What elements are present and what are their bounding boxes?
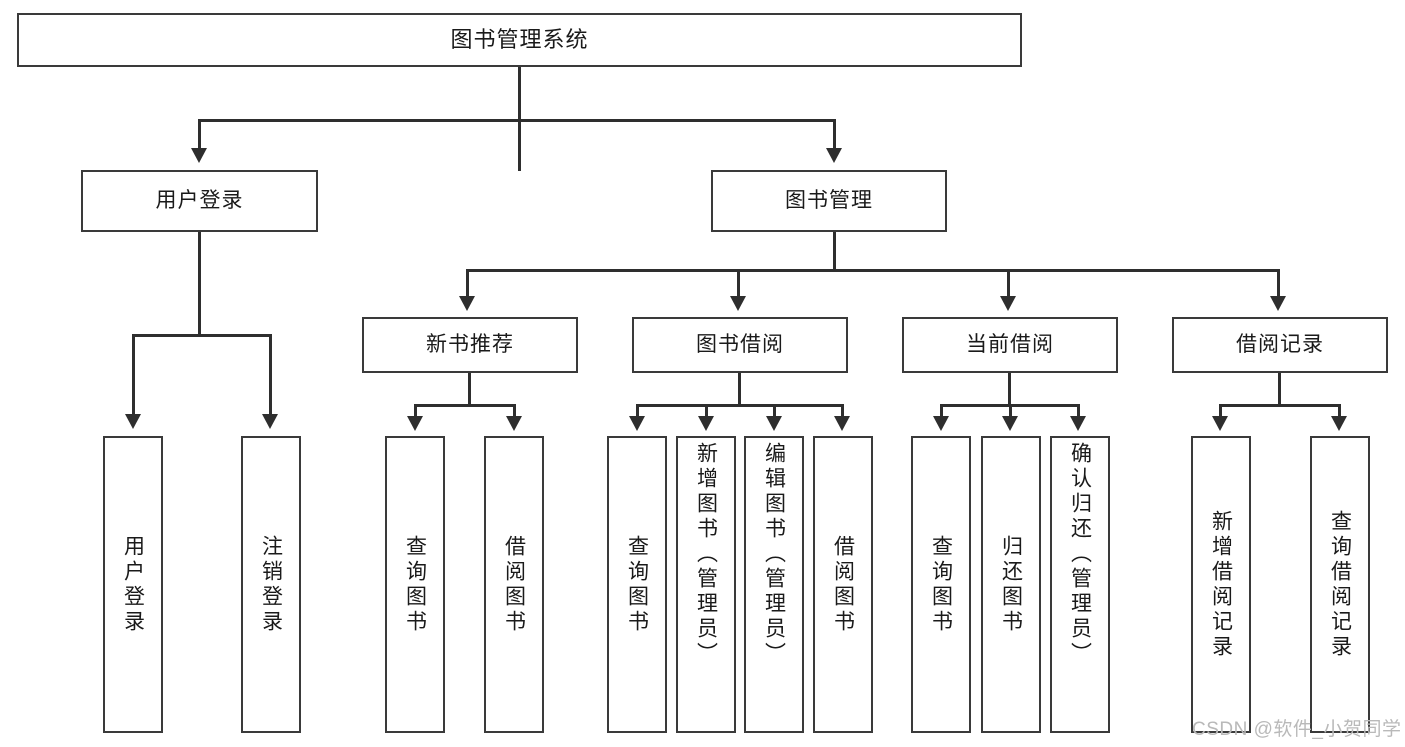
node-book-borrowing[interactable]: 图书借阅	[632, 317, 848, 373]
node-label: 图书管理	[785, 188, 873, 212]
connector-current-l2	[1009, 404, 1012, 418]
node-label: 查询图书	[929, 534, 953, 635]
connector-login-leaf1	[132, 334, 135, 416]
leaf-borrow-book-newbook[interactable]: 借阅图书	[484, 436, 544, 733]
connector-current-l3	[1077, 404, 1080, 418]
node-book-management[interactable]: 图书管理	[711, 170, 947, 232]
connector-login-bus	[132, 334, 272, 337]
connector-record-bus	[1219, 404, 1341, 407]
csdn-watermark: CSDN @软件_小贺同学	[1192, 719, 1402, 740]
arrowhead-book-borrow	[730, 296, 746, 311]
connector-record-l2	[1338, 404, 1341, 418]
leaf-confirm-return-admin[interactable]: 确认归还（管理员）	[1050, 436, 1110, 733]
connector-login-leaf2	[269, 334, 272, 416]
leaf-query-borrow-record[interactable]: 查询借阅记录	[1310, 436, 1370, 733]
leaf-query-book-borrowing[interactable]: 查询图书	[607, 436, 667, 733]
connector-newbook-l2	[513, 404, 516, 418]
arrowhead-logout-leaf	[262, 414, 278, 429]
node-label: 当前借阅	[966, 332, 1054, 356]
connector-root-bus	[198, 119, 835, 122]
node-label: 新增图书（管理员）	[694, 442, 718, 667]
node-label: 新书推荐	[426, 332, 514, 356]
node-label: 借阅记录	[1236, 332, 1324, 356]
connector-borrow-l4	[841, 404, 844, 418]
connector-books-stem	[833, 232, 836, 272]
connector-login-stem	[198, 232, 201, 336]
arrowhead-add-record	[1212, 416, 1228, 431]
leaf-logout[interactable]: 注销登录	[241, 436, 301, 733]
leaf-user-login[interactable]: 用户登录	[103, 436, 163, 733]
leaf-return-book[interactable]: 归还图书	[981, 436, 1041, 733]
arrowhead-return-book	[1002, 416, 1018, 431]
leaf-add-borrow-record[interactable]: 新增借阅记录	[1191, 436, 1251, 733]
node-user-login[interactable]: 用户登录	[81, 170, 318, 232]
node-label: 查询图书	[403, 534, 427, 635]
connector-current-stem	[1008, 373, 1011, 406]
node-label: 用户登录	[121, 534, 145, 635]
connector-books-c4	[1277, 269, 1280, 297]
node-label: 查询图书	[625, 534, 649, 635]
node-label: 归还图书	[999, 534, 1023, 635]
arrowhead-query-record	[1331, 416, 1347, 431]
connector-books-c3	[1007, 269, 1010, 297]
arrowhead-user-login	[191, 148, 207, 163]
arrowhead-query-book-2	[629, 416, 645, 431]
leaf-borrow-book-borrowing[interactable]: 借阅图书	[813, 436, 873, 733]
node-label: 借阅图书	[831, 534, 855, 635]
node-root-system[interactable]: 图书管理系统	[17, 13, 1022, 67]
connector-newbook-bus	[414, 404, 516, 407]
connector-current-l1	[940, 404, 943, 418]
arrowhead-add-book	[698, 416, 714, 431]
node-label: 借阅图书	[502, 534, 526, 635]
node-label: 编辑图书（管理员）	[762, 442, 786, 667]
connector-books-c2	[737, 269, 740, 297]
connector-record-stem	[1278, 373, 1281, 406]
node-borrow-records[interactable]: 借阅记录	[1172, 317, 1388, 373]
arrowhead-user-login-leaf	[125, 414, 141, 429]
arrowhead-confirm-return	[1070, 416, 1086, 431]
arrowhead-borrow-book-1	[506, 416, 522, 431]
connector-newbook-l1	[414, 404, 417, 418]
connector-root-to-login	[198, 119, 201, 149]
node-label: 用户登录	[155, 188, 244, 212]
leaf-edit-book-admin[interactable]: 编辑图书（管理员）	[744, 436, 804, 733]
arrowhead-query-book-3	[933, 416, 949, 431]
connector-newbook-stem	[468, 373, 471, 406]
connector-borrow-bus	[636, 404, 843, 407]
leaf-query-book-newbook[interactable]: 查询图书	[385, 436, 445, 733]
arrowhead-borrow-book-2	[834, 416, 850, 431]
node-current-borrowing[interactable]: 当前借阅	[902, 317, 1118, 373]
node-new-book-recommend[interactable]: 新书推荐	[362, 317, 578, 373]
node-label: 图书管理系统	[450, 27, 589, 53]
connector-borrow-stem	[738, 373, 741, 406]
connector-borrow-l2	[705, 404, 708, 418]
arrowhead-borrow-record	[1270, 296, 1286, 311]
leaf-add-book-admin[interactable]: 新增图书（管理员）	[676, 436, 736, 733]
node-label: 查询借阅记录	[1328, 509, 1352, 660]
node-label: 确认归还（管理员）	[1068, 442, 1092, 667]
arrowhead-new-book-rec	[459, 296, 475, 311]
node-label: 注销登录	[259, 534, 283, 635]
connector-books-bus	[466, 269, 1280, 272]
arrowhead-book-manage	[826, 148, 842, 163]
arrowhead-edit-book	[766, 416, 782, 431]
leaf-query-book-current[interactable]: 查询图书	[911, 436, 971, 733]
node-label: 新增借阅记录	[1209, 509, 1233, 660]
connector-borrow-l1	[636, 404, 639, 418]
node-label: 图书借阅	[696, 332, 784, 356]
arrowhead-query-book-1	[407, 416, 423, 431]
arrowhead-current-borrow	[1000, 296, 1016, 311]
connector-record-l1	[1219, 404, 1222, 418]
connector-books-c1	[466, 269, 469, 297]
connector-root-to-books	[833, 119, 836, 149]
connector-borrow-l3	[773, 404, 776, 418]
